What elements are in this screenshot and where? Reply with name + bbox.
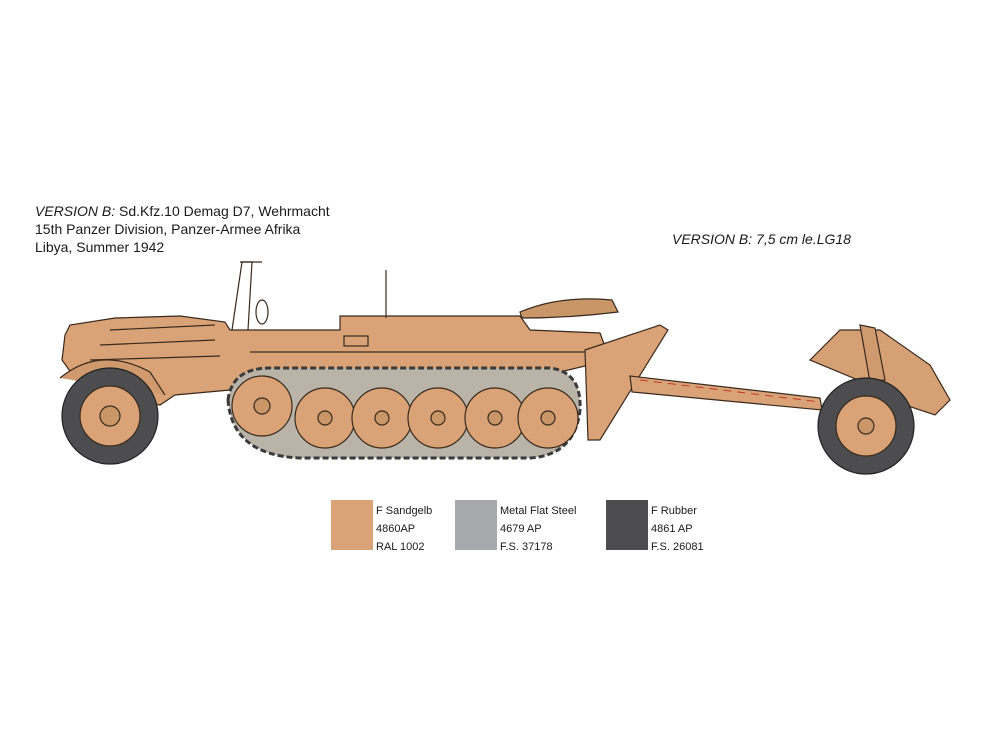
road-wheel-hub xyxy=(540,410,556,426)
road-wheel-hub xyxy=(317,410,333,426)
swatch-rubber xyxy=(606,500,648,550)
gun-version-label: VERSION B: xyxy=(672,231,753,247)
legend-metal-name: Metal Flat Steel xyxy=(500,505,577,517)
swatch-sandgelb xyxy=(331,500,373,550)
road-wheel-hub xyxy=(430,410,446,426)
legend-metal-code: 4679 AP xyxy=(500,523,542,535)
legend-rubber-ref: F.S. 26081 xyxy=(651,541,704,553)
road-wheel-hub xyxy=(487,410,503,426)
legend-sandgelb-ref: RAL 1002 xyxy=(376,541,425,553)
road-wheel-hub xyxy=(374,410,390,426)
halftrack-line1: Sd.Kfz.10 Demag D7, Wehrmacht xyxy=(115,203,330,219)
legend-sandgelb-code: 4860AP xyxy=(376,523,416,535)
gun-name: 7,5 cm le.LG18 xyxy=(752,231,851,247)
legend-metal-ref: F.S. 37178 xyxy=(500,541,553,553)
swatch-metal-flat-steel xyxy=(455,500,497,550)
field-gun-illustration xyxy=(629,324,951,475)
legend-rubber-name: F Rubber xyxy=(651,505,697,517)
gun-caption: VERSION B: 7,5 cm le.LG18 xyxy=(672,230,851,248)
halftrack-sdkfz10-illustration xyxy=(59,261,669,465)
halftrack-caption: VERSION B: Sd.Kfz.10 Demag D7, Wehrmacht… xyxy=(35,202,330,256)
legend-sandgelb-name: F Sandgelb xyxy=(376,505,433,517)
halftrack-line3: Libya, Summer 1942 xyxy=(35,239,165,255)
halftrack-line2: 15th Panzer Division, Panzer-Armee Afrik… xyxy=(35,221,301,237)
legend-rubber-code: 4861 AP xyxy=(651,523,693,535)
halftrack-version-label: VERSION B: xyxy=(35,203,116,219)
